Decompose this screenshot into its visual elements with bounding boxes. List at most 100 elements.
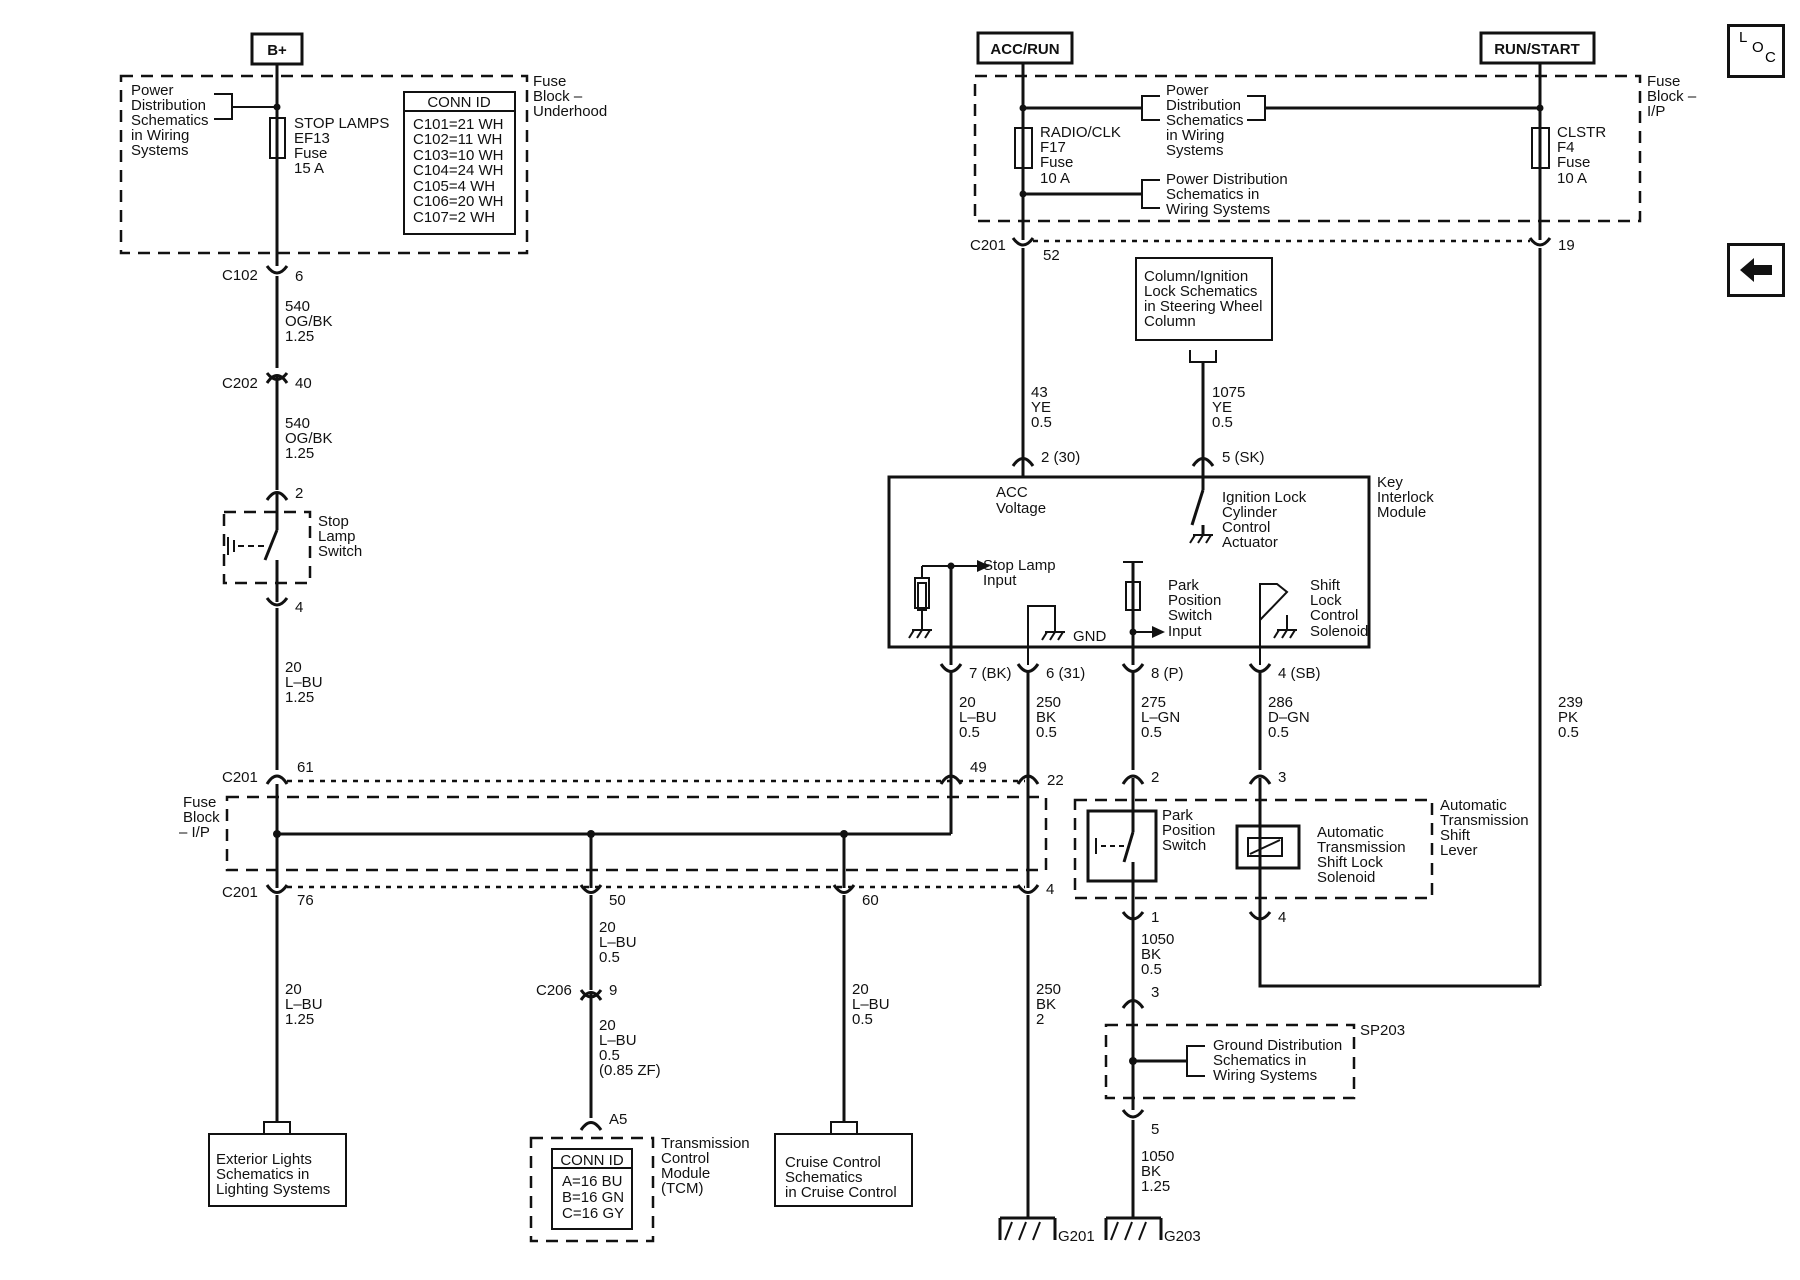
svg-text:10 A: 10 A <box>1040 170 1070 187</box>
svg-text:C106=20 WH: C106=20 WH <box>413 193 503 210</box>
svg-text:250: 250 <box>1036 981 1061 998</box>
svg-text:52: 52 <box>1043 247 1060 264</box>
fuse-stop-lamps <box>269 117 286 159</box>
svg-text:Lamp: Lamp <box>318 528 356 545</box>
wire-20-lbu-tcm-1: 20 L–BU 0.5 <box>599 919 637 966</box>
svg-text:4 (SB): 4 (SB) <box>1278 665 1321 682</box>
svg-text:in Steering Wheel: in Steering Wheel <box>1144 298 1262 315</box>
svg-text:Schematics in: Schematics in <box>1166 186 1259 203</box>
svg-text:C101=21 WH: C101=21 WH <box>413 116 503 133</box>
c206-label: C206 <box>536 982 572 999</box>
svg-text:22: 22 <box>1047 772 1064 789</box>
svg-text:L–BU: L–BU <box>959 709 997 726</box>
svg-text:Transmission: Transmission <box>1440 812 1529 829</box>
fuse-stop-lamps-label: STOP LAMPS EF13 Fuse 15 A <box>294 115 389 177</box>
svg-text:L–BU: L–BU <box>285 674 323 691</box>
svg-text:ACC/RUN: ACC/RUN <box>990 41 1059 58</box>
svg-text:Switch: Switch <box>1168 607 1212 624</box>
fuse-clstr <box>1531 127 1550 169</box>
svg-text:G203: G203 <box>1164 1228 1201 1245</box>
svg-text:Lever: Lever <box>1440 842 1478 859</box>
column-ignition-ref-label: Column/Ignition Lock Schematics in Steer… <box>1144 268 1262 330</box>
ground-distribution-ref-label: Ground Distribution Schematics in Wiring… <box>1213 1037 1342 1084</box>
svg-text:– I/P: – I/P <box>179 824 210 841</box>
bplus-label: B+ <box>267 42 287 59</box>
svg-text:20: 20 <box>599 1017 616 1034</box>
fuse-block-ip-top-title: Fuse Block – I/P <box>1647 73 1697 120</box>
svg-text:61: 61 <box>297 759 314 776</box>
svg-text:1.25: 1.25 <box>1141 1178 1170 1195</box>
svg-text:9: 9 <box>609 982 617 999</box>
svg-text:Solenoid: Solenoid <box>1317 869 1375 886</box>
cruise-control-ref <box>774 1133 913 1207</box>
svg-text:Shift Lock: Shift Lock <box>1317 854 1383 871</box>
svg-text:Power: Power <box>1166 82 1209 99</box>
column-ignition-ref <box>1135 257 1273 341</box>
svg-text:1: 1 <box>1151 909 1159 926</box>
svg-text:PK: PK <box>1558 709 1578 726</box>
svg-text:F4: F4 <box>1557 139 1575 156</box>
svg-text:BK: BK <box>1036 996 1056 1013</box>
svg-text:Power: Power <box>131 82 174 99</box>
shift-lever-label: Automatic Transmission Shift Lever <box>1440 797 1529 859</box>
shift-lock-control-label: Shift Lock Control Solenoid <box>1310 577 1368 640</box>
c102-label: C102 <box>222 267 258 284</box>
svg-text:20: 20 <box>852 981 869 998</box>
wire-20-lbu-tcm-2: 20 L–BU 0.5 (0.85 ZF) <box>599 1017 661 1079</box>
svg-text:7 (BK): 7 (BK) <box>969 665 1012 682</box>
svg-text:CONN ID: CONN ID <box>427 94 491 111</box>
wire-43-ye: 43 YE 0.5 <box>1031 384 1052 431</box>
svg-text:C104=24 WH: C104=24 WH <box>413 162 503 179</box>
svg-text:275: 275 <box>1141 694 1166 711</box>
svg-text:Lock: Lock <box>1310 592 1342 609</box>
svg-text:(TCM): (TCM) <box>661 1180 703 1197</box>
svg-text:19: 19 <box>1558 237 1575 254</box>
svg-text:Systems: Systems <box>1166 142 1224 159</box>
svg-text:Automatic: Automatic <box>1440 797 1507 814</box>
svg-text:Control: Control <box>1310 607 1358 624</box>
svg-text:Block –: Block – <box>1647 88 1697 105</box>
location-button[interactable]: L O C <box>1727 24 1785 78</box>
svg-text:4: 4 <box>295 599 303 616</box>
c201-label-mid-top: C201 <box>222 769 258 786</box>
shift-lock-solenoid-label: Automatic Transmission Shift Lock Soleno… <box>1317 824 1406 886</box>
svg-text:STOP LAMPS: STOP LAMPS <box>294 115 389 132</box>
svg-text:1075: 1075 <box>1212 384 1245 401</box>
svg-text:A=16 BU: A=16 BU <box>562 1173 622 1190</box>
svg-text:Switch: Switch <box>318 543 362 560</box>
fuse-block-underhood <box>119 74 529 255</box>
svg-text:50: 50 <box>609 892 626 909</box>
svg-text:L–BU: L–BU <box>285 996 323 1013</box>
wire-286-dgn: 286 D–GN 0.5 <box>1268 694 1310 741</box>
svg-text:I/P: I/P <box>1647 103 1665 120</box>
svg-text:L–BU: L–BU <box>599 934 637 951</box>
svg-text:2 (30): 2 (30) <box>1041 449 1080 466</box>
svg-text:Ignition Lock: Ignition Lock <box>1222 489 1307 506</box>
svg-text:239: 239 <box>1558 694 1583 711</box>
svg-text:20: 20 <box>285 981 302 998</box>
svg-text:20: 20 <box>285 659 302 676</box>
svg-text:43: 43 <box>1031 384 1048 401</box>
back-button[interactable] <box>1727 243 1785 297</box>
svg-text:CONN ID: CONN ID <box>560 1152 624 1169</box>
svg-text:250: 250 <box>1036 694 1061 711</box>
svg-text:0.5: 0.5 <box>599 1047 620 1064</box>
svg-text:Input: Input <box>983 572 1017 589</box>
power-distribution-ref-1: Power Distribution Schematics in Wiring … <box>131 82 277 159</box>
svg-text:0.5: 0.5 <box>852 1011 873 1028</box>
svg-text:C105=4 WH: C105=4 WH <box>413 178 495 195</box>
svg-text:EF13: EF13 <box>294 130 330 147</box>
fuse-block-ip-mid <box>225 795 1048 872</box>
svg-text:1050: 1050 <box>1141 931 1174 948</box>
svg-text:Control: Control <box>1222 519 1270 536</box>
svg-text:Solenoid: Solenoid <box>1310 623 1368 640</box>
svg-text:Fuse: Fuse <box>183 794 216 811</box>
svg-text:Voltage: Voltage <box>996 500 1046 517</box>
acc-run-source: ACC/RUN <box>976 31 1074 65</box>
svg-text:Park: Park <box>1168 577 1199 594</box>
svg-text:ACC: ACC <box>996 484 1028 501</box>
svg-text:Fuse: Fuse <box>1040 154 1073 171</box>
stop-lamp-input-label: Stop Lamp Input <box>983 557 1056 589</box>
svg-text:Exterior Lights: Exterior Lights <box>216 1151 312 1168</box>
power-distribution-ref-2: Power Distribution Schematics in Wiring … <box>1166 82 1244 159</box>
